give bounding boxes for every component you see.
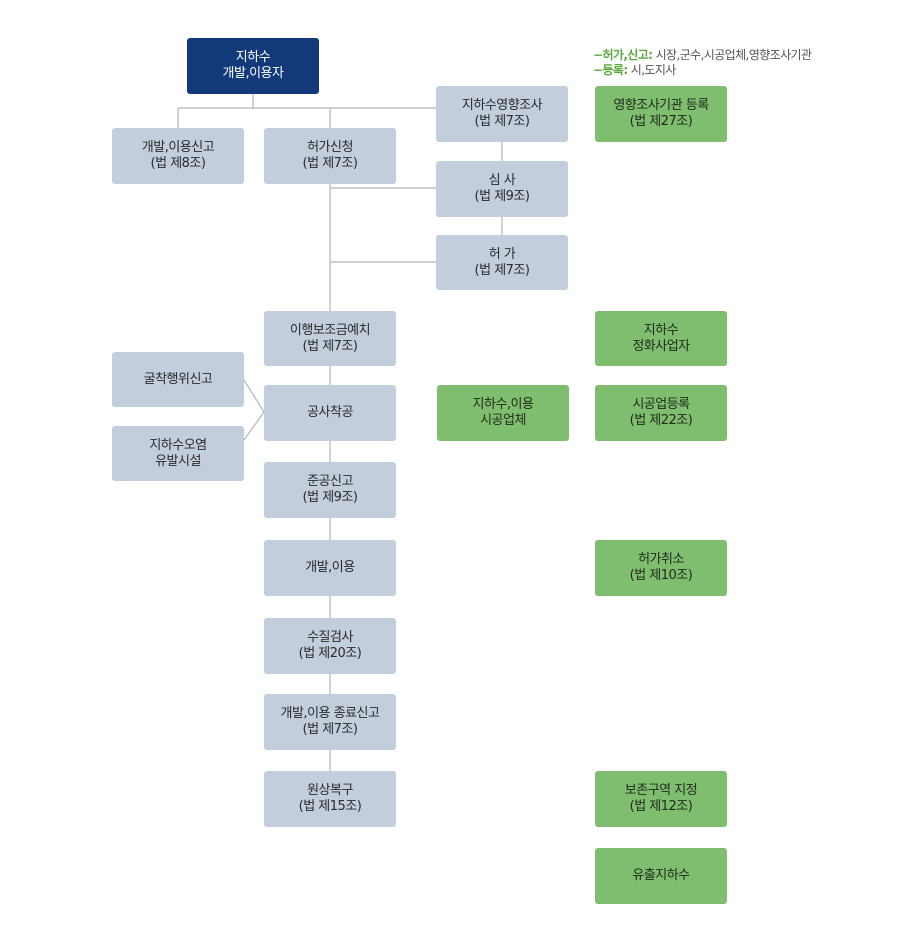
node-permit: 허 가 (법 제7조) (436, 235, 568, 290)
node-protection-zone-line2: (법 제12조) (629, 799, 693, 814)
node-permit-revocation-line1: 허가취소 (638, 552, 684, 567)
node-contractor-registration: 시공업등록 (법 제22조) (595, 385, 727, 441)
node-review-line2: (법 제9조) (474, 189, 530, 204)
node-purification-business-line2: 정화사업자 (632, 338, 690, 354)
node-performance-deposit-line1: 이행보조금예치 (289, 322, 371, 338)
node-groundwater-contractor-line2: 시공업체 (480, 413, 526, 428)
legend-row-register: −등록: 시,도지사 (593, 63, 811, 78)
node-restoration: 원상복구 (법 제15조) (264, 771, 396, 827)
node-impact-agency-registration-line1: 영향조사기관 등록 (613, 98, 709, 113)
node-outflow-groundwater: 유출지하수 (595, 848, 727, 904)
node-review: 심 사 (법 제9조) (436, 161, 568, 217)
node-completion-report-line2: (법 제9조) (302, 490, 358, 505)
node-impact-survey: 지하수영향조사 (법 제7조) (436, 86, 568, 142)
node-development-report-line2: (법 제8조) (150, 156, 206, 171)
node-construction-start-line1: 공사착공 (307, 405, 353, 420)
node-end-report-line2: (법 제7조) (302, 722, 358, 737)
node-impact-agency-registration: 영향조사기관 등록 (법 제27조) (595, 86, 727, 142)
node-performance-deposit-line2: (법 제7조) (302, 338, 358, 354)
legend-value-permit: 시장,군수,시공업체,영향조사기관 (655, 48, 812, 62)
node-water-quality-test-line1: 수질검사 (307, 630, 353, 645)
connector-excavation-construction (243, 379, 265, 413)
legend-key-register: −등록: (593, 63, 628, 77)
node-protection-zone-line1: 보존구역 지정 (624, 783, 698, 798)
node-completion-report: 준공신고 (법 제9조) (264, 462, 396, 518)
node-impact-agency-registration-line2: (법 제27조) (629, 114, 693, 129)
node-water-quality-test-line2: (법 제20조) (298, 646, 362, 661)
node-permit-revocation-line2: (법 제10조) (629, 568, 693, 583)
node-development-use: 개발,이용 (264, 540, 396, 596)
node-purification-business: 지하수 정화사업자 (595, 311, 727, 366)
node-groundwater-contractor: 지하수,이용 시공업체 (437, 385, 569, 441)
node-permit-request-line1: 허가신청 (307, 140, 353, 155)
node-permit-revocation: 허가취소 (법 제10조) (595, 540, 727, 596)
node-completion-report-line1: 준공신고 (307, 474, 353, 489)
node-protection-zone: 보존구역 지정 (법 제12조) (595, 771, 727, 827)
node-contractor-registration-line2: (법 제22조) (629, 413, 693, 428)
node-permit-request: 허가신청 (법 제7조) (264, 128, 396, 184)
node-outflow-groundwater-line1: 유출지하수 (632, 868, 690, 883)
connector-pollution-construction (243, 411, 265, 441)
legend: −허가,신고: 시장,군수,시공업체,영향조사기관 −등록: 시,도지사 (593, 48, 812, 78)
node-pollution-facility-line2: 유발시설 (155, 453, 201, 469)
node-permit-line1: 허 가 (488, 246, 516, 262)
node-groundwater-contractor-line1: 지하수,이용 (472, 397, 534, 412)
node-excavation-report-line1: 굴착행위신고 (143, 371, 213, 387)
node-end-report-line1: 개발,이용 종료신고 (280, 706, 380, 721)
node-performance-deposit: 이행보조금예치 (법 제7조) (264, 311, 396, 366)
node-restoration-line1: 원상복구 (307, 783, 353, 798)
node-impact-survey-line1: 지하수영향조사 (461, 98, 543, 113)
node-review-line1: 심 사 (488, 173, 516, 188)
node-development-use-line1: 개발,이용 (305, 560, 355, 575)
node-end-report: 개발,이용 종료신고 (법 제7조) (264, 694, 396, 750)
node-water-quality-test: 수질검사 (법 제20조) (264, 618, 396, 674)
node-purification-business-line1: 지하수 (643, 322, 679, 338)
node-developer-line1: 지하수 (235, 50, 271, 65)
node-construction-start: 공사착공 (264, 385, 396, 441)
node-development-report: 개발,이용신고 (법 제8조) (112, 128, 244, 184)
node-developer: 지하수 개발,이용자 (187, 38, 319, 94)
node-pollution-facility-line1: 지하수오염 (149, 437, 207, 453)
node-excavation-report: 굴착행위신고 (112, 352, 244, 407)
node-permit-request-line2: (법 제7조) (302, 156, 358, 171)
node-permit-line2: (법 제7조) (474, 262, 530, 278)
node-pollution-facility: 지하수오염 유발시설 (112, 426, 244, 481)
legend-key-permit: −허가,신고: (593, 48, 653, 62)
node-restoration-line2: (법 제15조) (298, 799, 362, 814)
node-development-report-line1: 개발,이용신고 (141, 140, 215, 155)
node-developer-line2: 개발,이용자 (222, 66, 284, 81)
node-contractor-registration-line1: 시공업등록 (632, 397, 690, 412)
legend-row-permit: −허가,신고: 시장,군수,시공업체,영향조사기관 (593, 48, 812, 63)
legend-value-register: 시,도지사 (630, 63, 677, 77)
node-impact-survey-line2: (법 제7조) (474, 114, 530, 129)
